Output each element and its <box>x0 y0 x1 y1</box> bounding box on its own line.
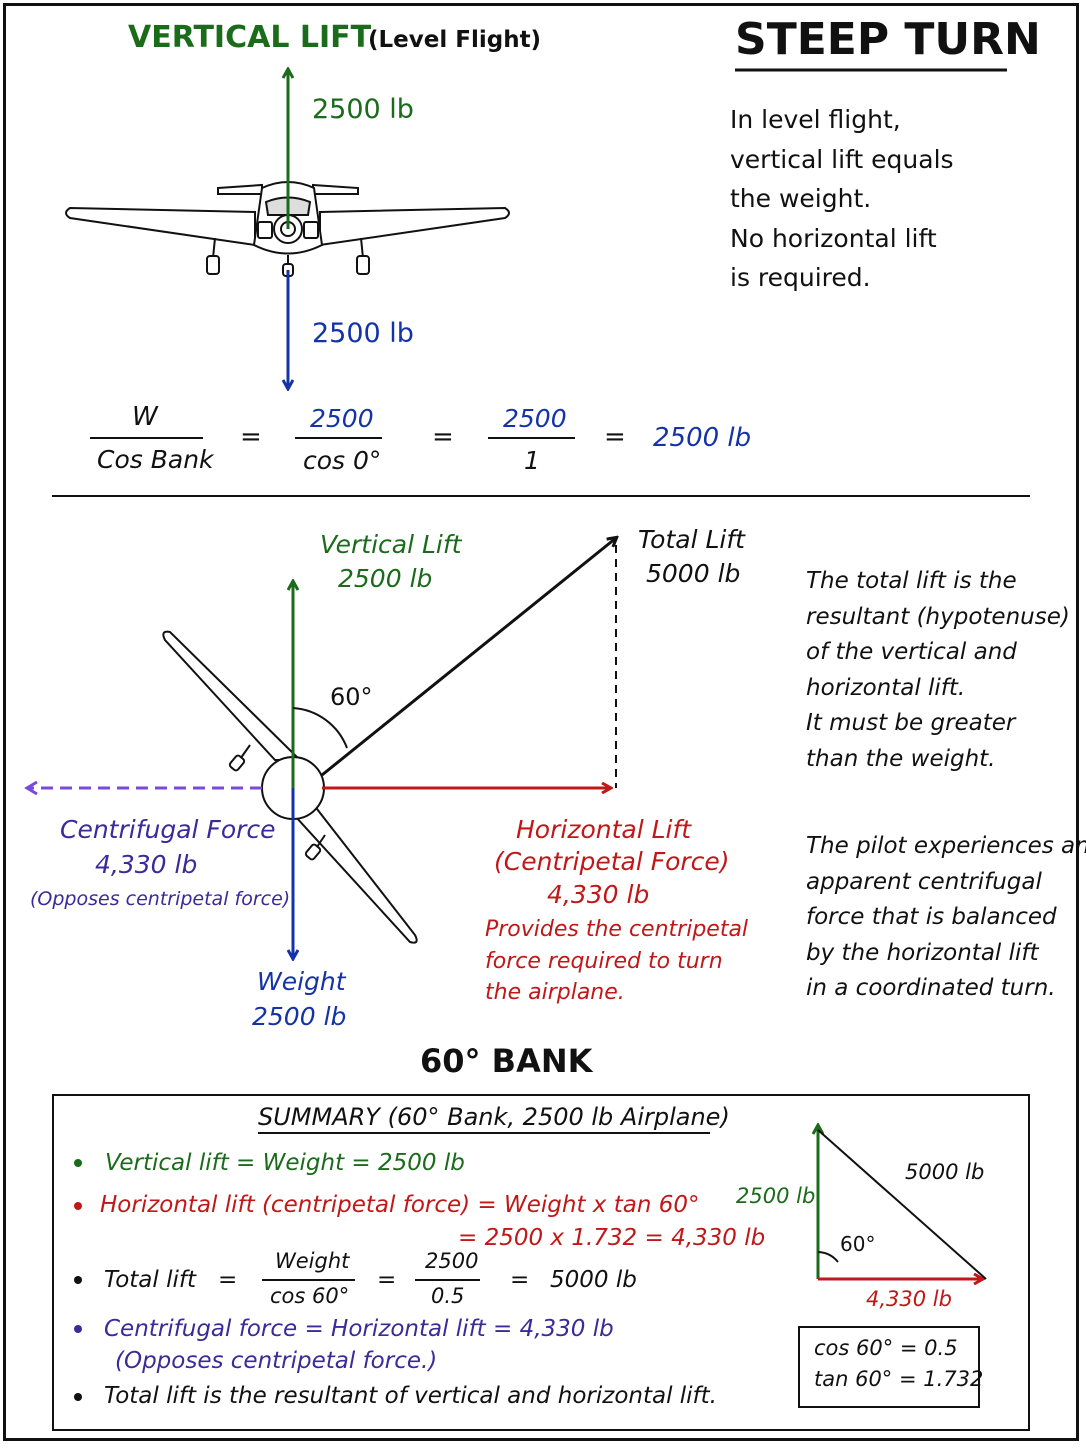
description-line: the weight. <box>730 184 872 213</box>
triangle-hypotenuse <box>817 1129 987 1280</box>
summary-title: SUMMARY (60° Bank, 2500 lb Airplane) <box>258 1103 730 1131</box>
summary-total-lift-result: 5000 lb <box>550 1267 637 1293</box>
equals-sign: = <box>240 422 262 452</box>
summary-line-resultant: Total lift is the resultant of vertical … <box>104 1383 717 1409</box>
description-line: is required. <box>730 263 871 292</box>
top-weight-value: 2500 lb <box>312 318 414 349</box>
page-title: STEEP TURN <box>735 14 1041 65</box>
bullet <box>74 1159 82 1167</box>
explanation-line: of the vertical and <box>806 639 1017 665</box>
bank-angle-label: 60° <box>330 683 373 711</box>
vertical-lift-heading: VERTICAL LIFT <box>128 20 372 55</box>
description-line: No horizontal lift <box>730 223 937 253</box>
resultant-explanation: The total lift is the resultant (hypoten… <box>806 564 1070 777</box>
note-line: the airplane. <box>485 980 625 1005</box>
explanation-line: It must be greater <box>806 710 1016 736</box>
summary-box <box>52 1094 1030 1431</box>
triangle-hypotenuse-label: 5000 lb <box>905 1160 985 1184</box>
equals-sign: = <box>432 422 454 452</box>
centrifugal-force-value: 4,330 lb <box>95 850 198 879</box>
description-line: vertical lift equals <box>730 144 954 174</box>
level-flight-description: In level flight, vertical lift equals th… <box>730 100 954 298</box>
explanation-line: resultant (hypotenuse) <box>806 603 1070 630</box>
horizontal-lift-note: Provides the centripetal force required … <box>485 914 748 1009</box>
bank-vertical-lift-value: 2500 lb <box>338 564 433 593</box>
formula-numerator: W <box>132 402 158 432</box>
total-lift-value: 5000 lb <box>646 559 741 588</box>
centrifugal-explanation: The pilot experiences an apparent centri… <box>806 829 1086 1007</box>
explanation-line: force that is balanced <box>806 904 1057 930</box>
formula-denominator: cos 0° <box>303 446 382 475</box>
summary-fraction-denominator: 0.5 <box>431 1284 465 1308</box>
top-lift-value: 2500 lb <box>312 94 414 125</box>
summary-line-vertical: Vertical lift = Weight = 2500 lb <box>105 1150 465 1176</box>
bank-weight-label: Weight <box>257 967 346 996</box>
angle-arc <box>292 707 348 749</box>
summary-line-horizontal: Horizontal lift (centripetal force) = We… <box>100 1192 700 1218</box>
explanation-line: by the horizontal lift <box>806 939 1039 966</box>
level-flight-note: (Level Flight) <box>368 27 542 53</box>
triangle-vertical-label: 2500 lb <box>736 1184 816 1208</box>
centrifugal-force-label: Centrifugal Force <box>60 815 276 844</box>
horizontal-lift-label: Horizontal Lift <box>516 815 692 844</box>
bullet <box>74 1202 82 1210</box>
bullet <box>74 1393 82 1401</box>
bank-vertical-lift-label: Vertical Lift <box>320 530 462 559</box>
summary-fraction-numerator: Weight <box>275 1249 350 1273</box>
formula-numerator: 2500 <box>503 404 567 433</box>
page-frame <box>3 3 1079 1441</box>
total-lift-arrow <box>321 538 616 777</box>
triangle-base-label: 4,330 lb <box>866 1287 952 1311</box>
triangle-angle-label: 60° <box>840 1232 876 1256</box>
equals-sign: = <box>377 1267 397 1293</box>
centripetal-force-label: (Centripetal Force) <box>494 847 730 876</box>
description-line: In level flight, <box>730 105 901 134</box>
explanation-line: than the weight. <box>806 745 996 772</box>
explanation-line: The total lift is the <box>806 568 1017 594</box>
formula-denominator: Cos Bank <box>97 445 214 474</box>
equals-sign: = <box>604 422 626 452</box>
triangle-angle-arc <box>817 1251 839 1263</box>
formula-result: 2500 lb <box>653 423 752 453</box>
equals-sign: = <box>218 1267 238 1293</box>
horizontal-lift-value: 4,330 lb <box>547 880 650 909</box>
formula-denominator: 1 <box>524 446 540 475</box>
trig-tan-value: tan 60° = 1.732 <box>814 1367 984 1391</box>
centrifugal-force-note: (Opposes centripetal force) <box>30 888 291 910</box>
summary-fraction-denominator: cos 60° <box>270 1284 350 1308</box>
bullet <box>74 1276 82 1284</box>
note-line: Provides the centripetal <box>485 917 749 942</box>
summary-line-centrifugal-note: (Opposes centripetal force.) <box>115 1348 438 1374</box>
summary-line-horizontal-calc: = 2500 x 1.732 = 4,330 lb <box>458 1225 766 1251</box>
explanation-line: apparent centrifugal <box>806 868 1042 895</box>
bullet <box>74 1325 82 1333</box>
trig-values-box <box>798 1326 980 1408</box>
equals-sign: = <box>510 1267 530 1293</box>
total-lift-label: Total Lift <box>638 525 745 554</box>
summary-line-centrifugal: Centrifugal force = Horizontal lift = 4,… <box>104 1316 614 1342</box>
explanation-line: The pilot experiences an <box>806 833 1086 859</box>
note-line: force required to turn <box>485 948 723 974</box>
bank-weight-value: 2500 lb <box>252 1002 347 1031</box>
summary-fraction-numerator: 2500 <box>425 1249 479 1273</box>
explanation-line: horizontal lift. <box>806 674 966 701</box>
trig-cos-value: cos 60° = 0.5 <box>814 1336 958 1360</box>
explanation-line: in a coordinated turn. <box>806 975 1056 1001</box>
formula-numerator: 2500 <box>310 404 374 433</box>
summary-total-lift-label: Total lift <box>104 1267 196 1293</box>
bank-caption: 60° BANK <box>420 1042 593 1080</box>
